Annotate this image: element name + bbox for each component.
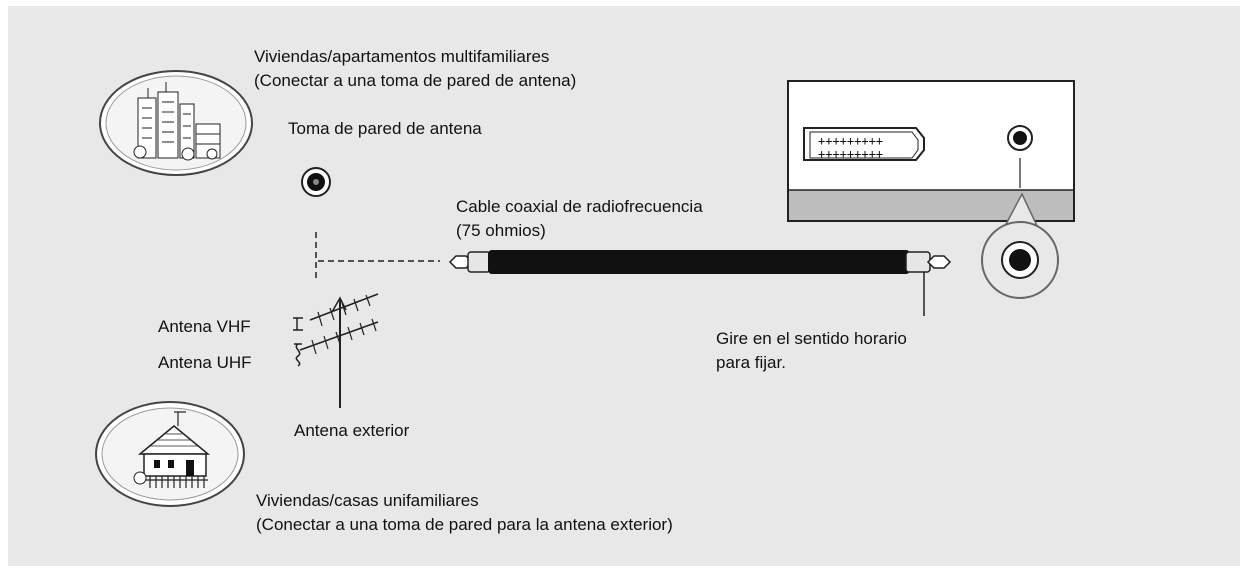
- coaxial-cable-icon: [448, 250, 952, 316]
- antenna-input-icon: [1007, 125, 1033, 151]
- outdoor-antenna-label: Antena exterior: [294, 421, 410, 440]
- house-label-line1: Viviendas/casas unifamiliares: [256, 491, 479, 510]
- apartments-label-line2: (Conectar a una toma de pared de antena): [254, 71, 577, 90]
- wall-jack-label: Toma de pared de antena: [288, 119, 482, 138]
- dashed-connection-line: [315, 232, 440, 280]
- apartments-label-line1: Viviendas/apartamentos multifamiliares: [254, 47, 550, 66]
- cable-label-line1: Cable coaxial de radiofrecuencia: [456, 197, 703, 216]
- svg-text:+++++++++: +++++++++: [818, 147, 883, 161]
- house-label-line2: (Conectar a una toma de pared para la an…: [256, 515, 673, 534]
- scart-connector-icon: +++++++++ +++++++++: [803, 127, 925, 161]
- uhf-antenna-label: Antena UHF: [158, 353, 252, 372]
- turn-clockwise-label-line1: Gire en el sentido horario: [716, 329, 907, 348]
- cable-label-line2: (75 ohmios): [456, 221, 546, 240]
- tv-rear-panel: +++++++++ +++++++++: [787, 80, 1075, 222]
- wall-jack-icon: [301, 167, 331, 197]
- svg-text:+++++++++: +++++++++: [818, 134, 883, 148]
- house-icon: [95, 401, 245, 507]
- turn-clockwise-label-line2: para fijar.: [716, 353, 786, 372]
- vhf-antenna-label: Antena VHF: [158, 317, 251, 336]
- antenna-input-zoom-icon: [981, 192, 1059, 299]
- apartment-buildings-icon: [99, 70, 253, 176]
- outdoor-antenna-icon: [293, 293, 379, 408]
